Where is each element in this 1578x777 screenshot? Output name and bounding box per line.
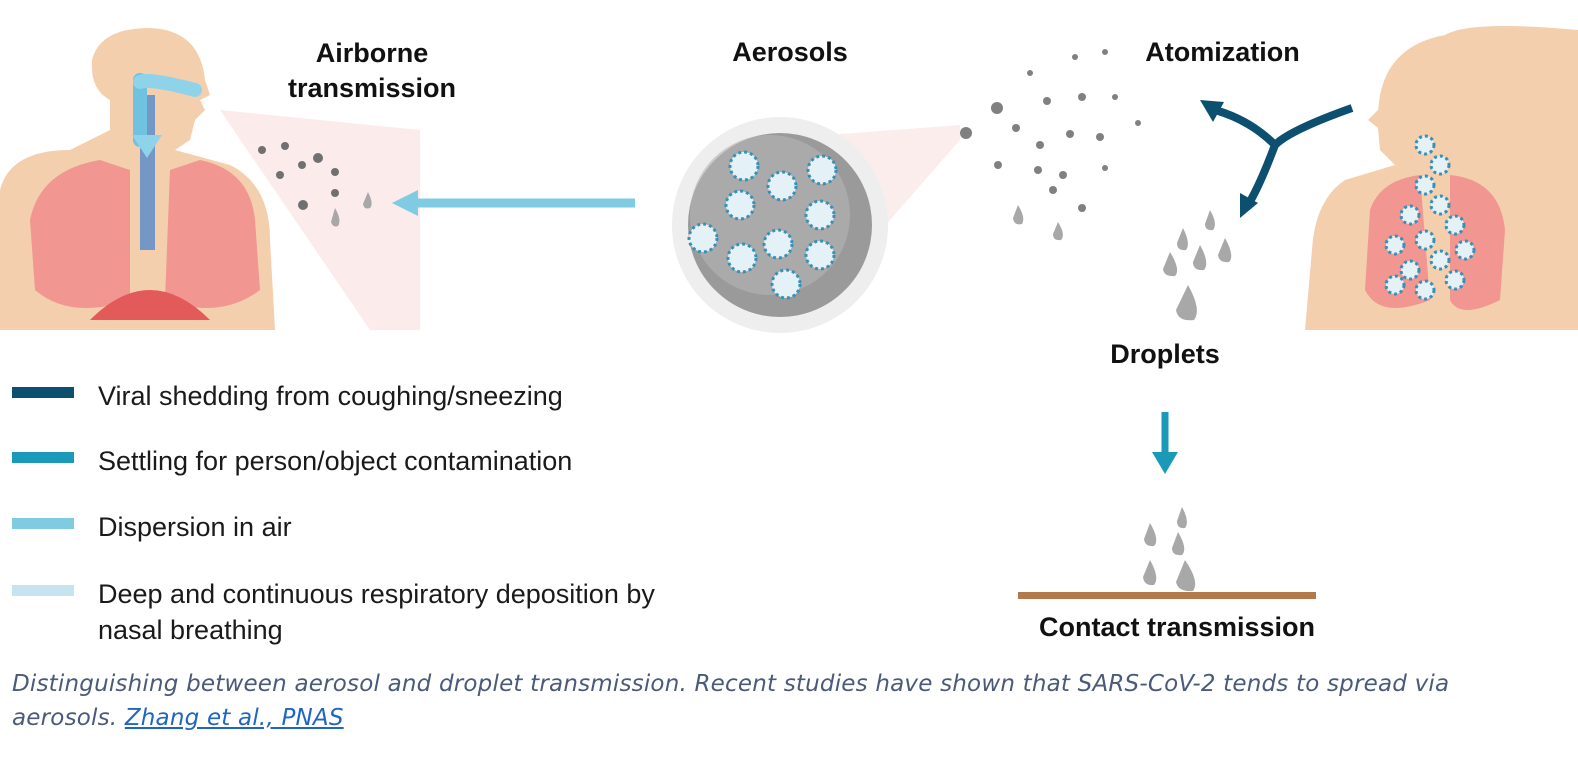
falling-droplets: [1163, 210, 1232, 321]
legend-swatch-light: [12, 518, 74, 529]
contact-transmission-label: Contact transmission: [1038, 612, 1316, 642]
airborne-particles: [258, 142, 372, 227]
legend-item-deposition: Deep and continuous respiratory depositi…: [12, 576, 655, 648]
aerosol-virus-particle: [672, 117, 888, 333]
legend-item-settling: Settling for person/object contamination: [12, 443, 572, 479]
contact-surface: [1018, 592, 1316, 599]
right-person-icon: [1305, 26, 1578, 330]
aerosols-label: Aerosols: [732, 37, 848, 67]
atomization-particles: [960, 49, 1141, 241]
legend-label: Settling for person/object contamination: [98, 446, 573, 476]
legend-swatch-medium: [12, 452, 74, 463]
droplets-label: Droplets: [1110, 339, 1220, 369]
left-person-icon: [0, 28, 275, 330]
settled-droplets: [1143, 507, 1196, 592]
legend-swatch-dark: [12, 387, 74, 398]
legend-swatch-pale: [12, 585, 74, 596]
caption-reference-link[interactable]: Zhang et al., PNAS: [124, 704, 344, 731]
caption-text: Distinguishing between aerosol and dropl…: [12, 671, 1450, 731]
airborne-zoom-cone: [220, 110, 420, 330]
legend-label: Viral shedding from coughing/sneezing: [98, 381, 563, 411]
legend-item-dispersion: Dispersion in air: [12, 509, 292, 545]
coughing-arrows: [1213, 104, 1354, 208]
airborne-transmission-label: Airborne transmission: [287, 38, 457, 104]
legend-label: Deep and continuous respiratory depositi…: [98, 579, 655, 646]
legend-label: Dispersion in air: [98, 512, 292, 542]
atomization-label: Atomization: [1145, 37, 1300, 67]
figure-caption: Distinguishing between aerosol and dropl…: [12, 668, 1562, 736]
legend-item-viral-shedding: Viral shedding from coughing/sneezing: [12, 378, 563, 414]
transmission-diagram: [0, 26, 1578, 599]
